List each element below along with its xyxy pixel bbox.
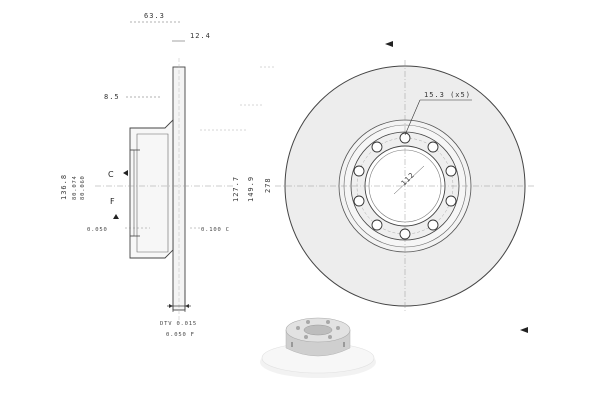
bolt-hole	[399, 228, 411, 240]
dim-136-8: 136.8	[60, 174, 68, 200]
preview-bolt-hole	[326, 320, 330, 324]
thickness-arrow-right	[185, 304, 189, 308]
hole-callout-leader	[404, 99, 421, 136]
dim-149-9: 149.9	[247, 176, 255, 202]
preview-side-slot	[343, 342, 345, 347]
dim-63-3: 63.3	[144, 12, 165, 20]
preview-bolt-hole	[306, 320, 310, 324]
pcd-leader	[393, 165, 425, 195]
hub-inner-outline	[136, 133, 169, 253]
thickness-arrow-left	[169, 304, 173, 308]
preview-side-slot	[291, 342, 293, 347]
side-view: 63.3 12.4 8.5 136.8 80.074 80.060 C F 0.…	[60, 12, 275, 338]
flatness-tolerance: 0.050 F	[166, 332, 195, 338]
datum-f-marker-icon	[113, 214, 119, 219]
preview-bolt-hole	[328, 335, 332, 339]
disc-3d-preview	[260, 317, 376, 378]
front-view: 15.3 (x5) 112	[275, 41, 535, 333]
dim-127-7: 127.7	[232, 176, 240, 202]
preview-bolt-hole	[304, 335, 308, 339]
tolerance-0-050: 0.050	[87, 227, 108, 233]
datum-f-label: F	[110, 197, 115, 206]
bolt-hole	[427, 219, 439, 231]
arrow-marker-right-icon	[520, 327, 528, 333]
bolt-hole	[371, 141, 383, 153]
bolt-hole	[371, 219, 383, 231]
datum-c-label: C	[108, 170, 114, 179]
bolt-hole	[427, 141, 439, 153]
dim-80-060: 80.060	[80, 175, 86, 200]
preview-bolt-hole	[296, 326, 300, 330]
bolt-hole	[353, 195, 365, 207]
dim-8-5: 8.5	[104, 93, 120, 101]
bolt-hole	[445, 195, 457, 207]
bolt-hole	[353, 165, 365, 177]
hole-callout: 15.3 (x5)	[424, 91, 471, 99]
dim-80-074: 80.074	[72, 175, 78, 200]
datum-c-marker-icon	[123, 170, 128, 176]
bolt-hole	[399, 132, 411, 144]
dim-12-4: 12.4	[190, 32, 211, 40]
preview-hat-bore	[303, 324, 333, 336]
dim-278: 278	[264, 177, 272, 193]
dtv-tolerance: DTV 0.015	[160, 321, 197, 327]
bolt-holes	[353, 132, 457, 240]
hub-hat-section	[129, 118, 174, 259]
bolt-hole	[445, 165, 457, 177]
tolerance-0-100-c: 0.100 C	[201, 227, 230, 233]
arrow-marker-top-icon	[385, 41, 393, 47]
preview-bolt-hole	[336, 326, 340, 330]
hub-bore-edge	[129, 149, 135, 237]
